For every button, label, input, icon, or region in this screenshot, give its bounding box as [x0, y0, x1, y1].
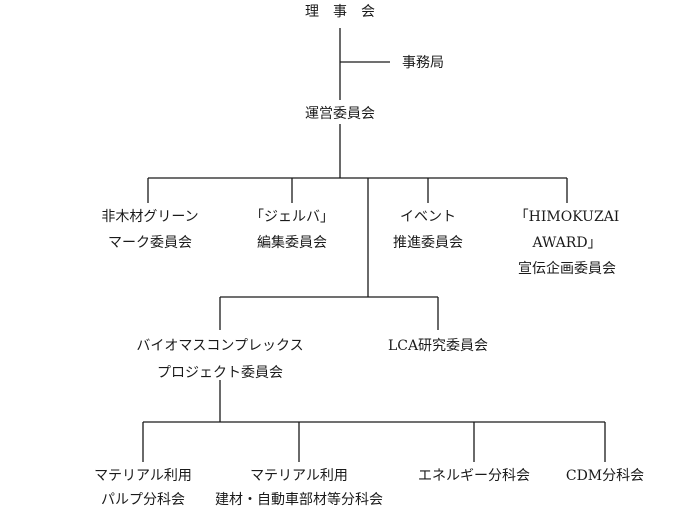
committee-label-line: 宣伝企画委員会	[518, 260, 616, 277]
subcommittee-label-line: エネルギー分科会	[418, 468, 530, 484]
committee-label-line: 「HIMOKUZAI	[515, 209, 620, 225]
committee-event-promotion: イベント 推進委員会	[393, 209, 463, 251]
biomass-project-committee: バイオマスコンプレックス プロジェクト委員会	[136, 338, 303, 381]
subcommittee-label-line: パルプ分科会	[101, 492, 185, 508]
subcommittee-label-line: CDM分科会	[566, 468, 644, 484]
lca-research-committee-label: LCA研究委員会	[388, 338, 488, 354]
board-label: 理 事 会	[305, 4, 375, 20]
committee-gerba-editorial: 「ジェルバ」 編集委員会	[250, 209, 334, 251]
project-label-line: バイオマスコンプレックス	[136, 338, 303, 354]
subcommittee-material-pulp: マテリアル利用 パルプ分科会	[94, 468, 192, 508]
committee-himokuzai-award: 「HIMOKUZAI AWARD」 宣伝企画委員会	[515, 209, 620, 277]
subcommittee-label-line: 建材・自動車部材等分科会	[215, 491, 383, 508]
committee-label-line: AWARD」	[531, 235, 601, 251]
committee-label-line: 編集委員会	[257, 234, 327, 251]
committee-label-line: 非木材グリーン	[101, 209, 198, 225]
steering-committee-label: 運営委員会	[305, 106, 375, 122]
connector-lines	[142, 28, 606, 462]
committee-label-line: 「ジェルバ」	[250, 209, 334, 225]
project-label-line: プロジェクト委員会	[157, 365, 283, 381]
subcommittee-label-line: マテリアル利用	[94, 468, 192, 484]
committee-label-line: 推進委員会	[393, 235, 463, 251]
subcommittee-label-line: マテリアル利用	[250, 468, 348, 484]
committee-label-line: イベント	[400, 209, 456, 225]
committee-nongreen-mark: 非木材グリーン マーク委員会	[101, 209, 198, 251]
secretariat-label: 事務局	[402, 55, 444, 71]
subcommittee-cdm: CDM分科会	[566, 468, 644, 484]
committee-label-line: マーク委員会	[108, 235, 192, 251]
subcommittee-energy: エネルギー分科会	[418, 468, 530, 484]
subcommittee-material-building: マテリアル利用 建材・自動車部材等分科会	[215, 468, 383, 508]
